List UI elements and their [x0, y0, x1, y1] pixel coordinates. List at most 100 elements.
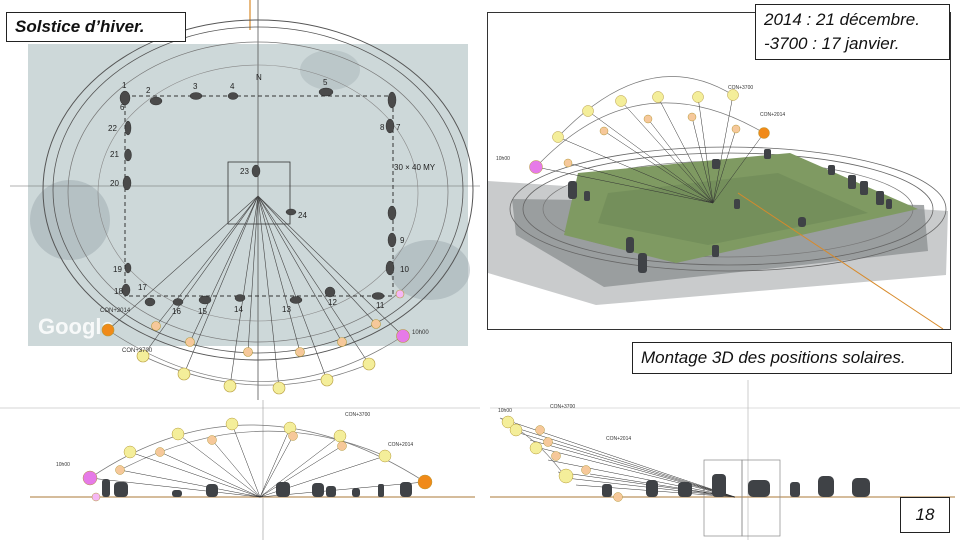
sun-magenta-small [395, 289, 405, 299]
sun-light-orange [551, 451, 561, 461]
stone [144, 297, 156, 307]
sun-arc-3700 [142, 355, 370, 386]
orbit-ellipse-2 [522, 152, 934, 266]
sun-light-orange [371, 319, 381, 329]
orbit-ellipse-1 [509, 146, 947, 272]
sun-light-orange [731, 124, 741, 134]
stone-label: 3 [193, 82, 198, 91]
sun-light-orange [243, 347, 253, 357]
sun-arc-inner [119, 430, 386, 471]
north-label: N [256, 73, 262, 82]
stone [764, 149, 771, 159]
stone [385, 260, 395, 276]
stone [206, 484, 218, 497]
tree-shadow [300, 50, 360, 90]
label-10h00: 10h00 [412, 330, 429, 336]
label-con3700: CON+3700 [550, 404, 575, 410]
stone [400, 482, 412, 497]
label-10h00: 10h00 [496, 156, 510, 162]
frame-box [741, 459, 781, 537]
label-10h00: 10h00 [498, 408, 512, 414]
stone-label: 24 [298, 211, 307, 220]
page-number: 18 [900, 497, 950, 533]
stone [626, 237, 634, 253]
sun-light-orange [643, 114, 653, 124]
stone [121, 283, 131, 297]
stone-rectangle [124, 95, 394, 297]
sun-rays [499, 417, 736, 498]
sun-light-orange [337, 337, 347, 347]
stone-label: 1 [122, 81, 127, 90]
stones-profile-right [602, 474, 870, 497]
stone [371, 292, 385, 300]
stone [828, 165, 835, 175]
sun-yellow [171, 427, 185, 441]
stone [276, 482, 290, 497]
stone-label: 7 [396, 123, 401, 132]
stone [189, 92, 203, 100]
outer-circle-1 [42, 19, 474, 361]
stone-label: 5 [323, 78, 328, 87]
sun-light-orange [563, 158, 573, 168]
sun-magenta [82, 470, 98, 486]
stone [324, 286, 336, 298]
sun-yellow [652, 91, 664, 103]
sun-yellow [378, 449, 392, 463]
sun-yellow [136, 349, 150, 363]
stone-label: 10 [400, 265, 409, 274]
sun-light-orange [687, 112, 697, 122]
outer-circle-4 [97, 64, 419, 322]
stone-label: 13 [282, 305, 291, 314]
stone [712, 474, 726, 497]
stone-label: 18 [114, 287, 123, 296]
tree-shadow [390, 240, 470, 300]
dates-box: 2014 : 21 décembre. -3700 : 17 janvier. [755, 4, 950, 60]
stone [387, 232, 397, 248]
sun-light-orange [543, 437, 553, 447]
sun-arc-2014 [535, 102, 765, 168]
stone [790, 482, 800, 497]
sun-light-orange [613, 492, 623, 502]
sun-yellow [225, 417, 239, 431]
sun-yellow [615, 95, 627, 107]
dimension-label: 30 × 40 MY [394, 163, 436, 172]
stone [860, 181, 868, 195]
google-watermark: Google [38, 314, 114, 339]
stone [638, 253, 647, 273]
stone [251, 164, 261, 178]
sun-light-orange [288, 431, 298, 441]
stone [102, 479, 110, 497]
label-con3700: CON+3700 [345, 412, 370, 418]
sun-light-orange [115, 465, 125, 475]
stone [172, 490, 182, 497]
sun-light-orange [599, 126, 609, 136]
sun-magenta-small [91, 492, 101, 502]
stone-label: 6 [120, 103, 125, 112]
stone-label: 9 [400, 236, 405, 245]
stone-label: 4 [230, 82, 235, 91]
sun-positions [101, 289, 410, 395]
stone [124, 148, 132, 162]
stone [312, 483, 324, 497]
date-line-3700: -3700 : 17 janvier. [764, 34, 900, 53]
stone [876, 191, 884, 205]
view-3d: CON+3700 CON+2014 10h00 [488, 76, 948, 329]
sight-lines [107, 195, 404, 389]
sun-rays [535, 94, 765, 204]
stone [198, 295, 212, 305]
stone [119, 90, 131, 106]
sun-light-orange [337, 441, 347, 451]
sun-light-orange [535, 425, 545, 435]
sun-yellow [582, 105, 594, 117]
sun-light-orange [581, 465, 591, 475]
stones [119, 87, 397, 307]
stone [712, 159, 720, 169]
view-3d-panel: CON+3700 CON+2014 10h00 [487, 12, 951, 330]
stone [646, 480, 658, 497]
stone-label: 2 [146, 86, 151, 95]
stones-profile-left [102, 479, 412, 497]
sun-magenta [396, 329, 410, 343]
sun-arc-3700 [557, 76, 734, 138]
stone [734, 199, 740, 209]
stone [234, 294, 246, 302]
